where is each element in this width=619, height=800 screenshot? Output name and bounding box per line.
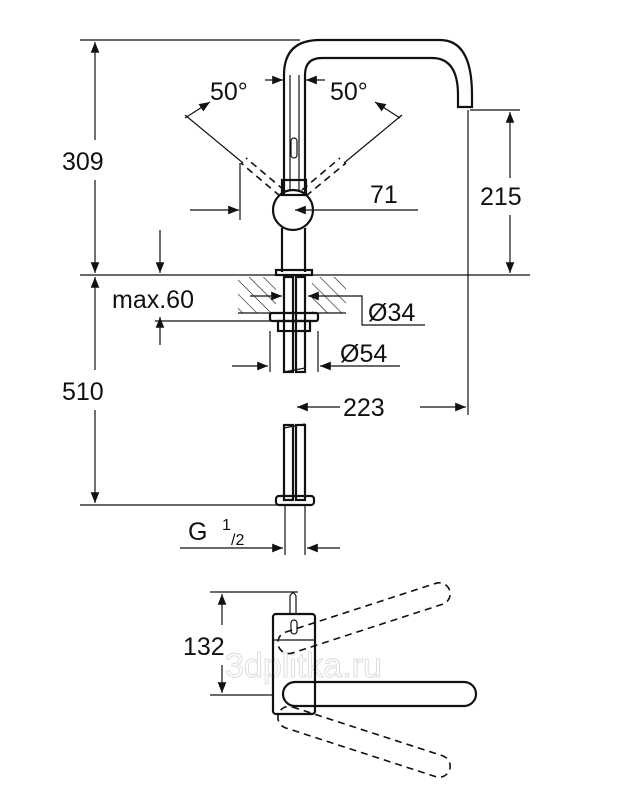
dimension-309: 309 [62,41,104,273]
dim-309-label: 309 [62,148,104,176]
angle-right-label: 50° [330,78,368,106]
dim-223-label: 223 [343,394,385,422]
dimension-71: 71 [190,163,418,220]
dimension-d54: Ø54 [232,331,400,372]
faucet-side-view [238,38,474,555]
dimension-max60: max.60 [112,230,270,345]
dimension-g-half: G 1 /2 [180,517,340,553]
dim-d34-label: Ø34 [368,299,415,327]
faucet-top-view: 132 [183,581,478,779]
reference-lines [80,39,530,506]
dimension-215: 215 [480,112,522,273]
dim-215-label: 215 [480,183,522,211]
dimension-d34: Ø34 [250,291,425,327]
dim-g-sup: 1 [222,517,231,534]
dim-132-label: 132 [183,633,225,661]
dimension-510: 510 [62,277,104,503]
dim-g-label: G [188,518,207,546]
dim-max60-label: max.60 [112,286,194,314]
angle-left-label: 50° [210,78,248,106]
watermark: 3dplitka.ru [225,647,382,685]
dim-510-label: 510 [62,378,104,406]
dim-g-sub: /2 [231,532,244,549]
dimension-223: 223 [297,394,466,422]
dim-d54-label: Ø54 [340,340,387,368]
dimension-angles: 50° 50° [184,75,403,164]
dim-71-label: 71 [370,181,398,209]
